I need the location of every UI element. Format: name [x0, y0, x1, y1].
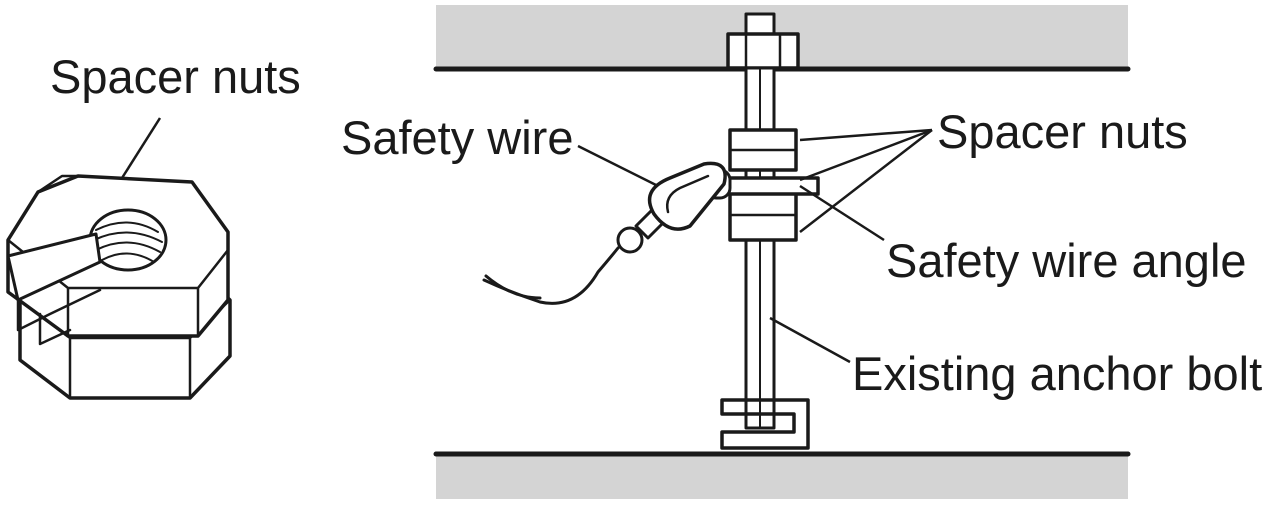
spacer-nut-illustration: [6, 174, 232, 400]
lower-slab: [436, 455, 1128, 499]
safety-wire: [482, 161, 727, 305]
safety-wire-angle-leader: [799, 184, 885, 242]
spacer-nuts-right-leaders: [799, 128, 933, 233]
existing-anchor-bolt-label: Existing anchor bolt: [852, 347, 1262, 400]
safety-wire-angle-label: Safety wire angle: [886, 234, 1247, 287]
spacer-nuts-right-label: Spacer nuts: [937, 105, 1188, 158]
spacer-nuts-left-leader: [120, 117, 162, 179]
safety-wire-leader: [577, 144, 659, 188]
safety-wire-label: Safety wire: [341, 111, 573, 164]
existing-anchor-bolt-leader: [769, 316, 851, 364]
anchor-bolt: [720, 12, 810, 450]
spacer-nuts-left-label: Spacer nuts: [50, 50, 301, 103]
